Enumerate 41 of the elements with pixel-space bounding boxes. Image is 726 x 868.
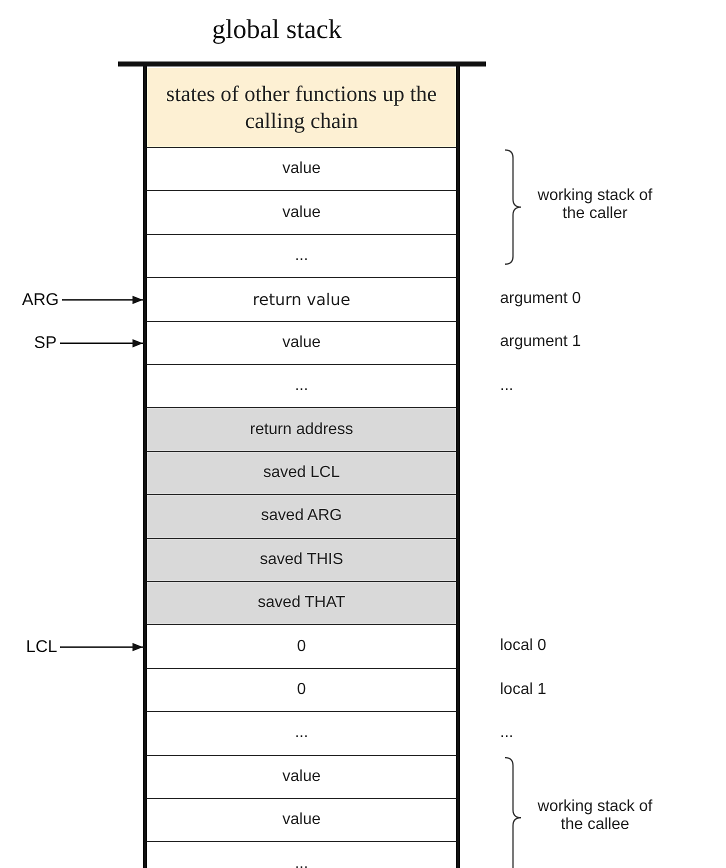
diagram-title: global stack bbox=[212, 14, 342, 45]
cell-annotation: ... bbox=[500, 376, 514, 395]
cell-annotation: argument 0 bbox=[500, 290, 581, 308]
pointer-arrow bbox=[62, 296, 143, 304]
stack-cell bbox=[147, 322, 456, 365]
stack-cell bbox=[147, 452, 456, 496]
cell-text: value bbox=[282, 334, 321, 352]
cell-text: saved ARG bbox=[261, 507, 342, 526]
cell-annotation: local 1 bbox=[500, 680, 546, 698]
cell-text: return address bbox=[250, 420, 354, 439]
stack-cell bbox=[147, 538, 456, 582]
pointer-arrow bbox=[60, 339, 143, 348]
cell-text: value bbox=[282, 811, 321, 830]
cell-text: value bbox=[282, 160, 321, 178]
cell-text: saved LCL bbox=[263, 464, 340, 482]
stack-cell bbox=[147, 68, 456, 148]
cell-annotation: argument 1 bbox=[500, 333, 581, 352]
cell-text: saved THAT bbox=[258, 594, 346, 612]
cell-text: 0 bbox=[297, 680, 306, 699]
cell-text: saved THIS bbox=[260, 550, 344, 569]
cell-text: return value bbox=[252, 290, 350, 309]
brace-label: working stack of the caller bbox=[536, 187, 654, 224]
brace-label: working stack of the callee bbox=[536, 798, 654, 834]
stack-cell bbox=[147, 582, 456, 626]
cell-text: states of other functions up the calling chain bbox=[165, 81, 438, 134]
cell-text: value bbox=[282, 204, 321, 222]
pointer-label: LCL bbox=[26, 637, 58, 658]
cell-text: ... bbox=[294, 377, 308, 396]
cell-text: 0 bbox=[297, 638, 306, 656]
cell-annotation: ... bbox=[500, 724, 514, 742]
pointer-label: SP bbox=[34, 333, 57, 354]
cell-text: ... bbox=[294, 854, 308, 868]
cell-text: value bbox=[282, 768, 321, 786]
cell-annotation: local 0 bbox=[500, 637, 546, 656]
pointer-label: ARG bbox=[22, 290, 59, 310]
stack-cell bbox=[147, 756, 456, 799]
stack-cell bbox=[147, 408, 456, 452]
cell-text: ... bbox=[294, 246, 308, 265]
cell-text: ... bbox=[294, 724, 308, 742]
pointer-arrow bbox=[60, 642, 143, 652]
stack-cell bbox=[147, 495, 456, 539]
